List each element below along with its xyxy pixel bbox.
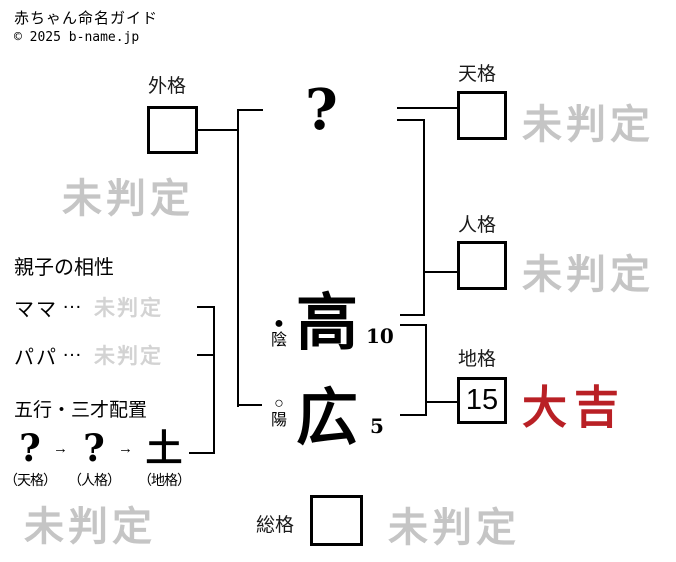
gaikaku-label: 外格 [148,76,187,97]
line-surname-to-tenkaku [397,107,457,109]
line-chikaku-bracket-vertical [425,324,427,416]
mama-dots: … [62,291,82,313]
gogyo-symbol-jinkaku: ? [83,426,105,470]
inyo-label-yin: 陰 [270,331,287,349]
line-compat-bracket-vertical [213,306,215,454]
gogyo-symbol-chikaku: 土 [145,426,183,470]
jinkaku-result-watermark: 未判定 [522,251,654,298]
inyo-symbol-yang: ○ [274,395,284,412]
chikaku-value: 15 [465,384,499,416]
jinkaku-box [457,241,507,290]
line-gogyo-stub [189,452,213,454]
gogyo-result-watermark: 未判定 [24,503,156,550]
gogyo-item-tenkaku: ? （天格） [0,430,60,490]
mama-label: ママ [14,299,58,321]
line-chikaku-bracket-top-stub [400,324,427,326]
line-chikaku-bracket-bottom-stub [400,414,427,416]
line-mama-stub [197,306,213,308]
line-jinkaku-bracket-vertical [423,119,425,316]
soukaku-box [310,495,363,546]
chikaku-label: 地格 [458,349,497,370]
tenkaku-result-watermark: 未判定 [522,101,654,148]
line-to-chikaku-box [425,401,457,403]
given-char-1-strokes: 10 [366,324,394,348]
line-jinkaku-bracket-bottom-stub [400,314,425,316]
gogyo-symbol-tenkaku: ? [19,426,41,470]
papa-dots: … [62,339,82,361]
soukaku-label: 総格 [256,515,295,536]
jinkaku-label: 人格 [458,215,497,236]
gogyo-caption-tenkaku: （天格） [4,472,57,488]
chikaku-box: 15 [457,377,507,424]
inyo-symbol-yin: ● [274,315,284,332]
compatibility-title: 親子の相性 [14,257,114,279]
inyo-mark-first: ● 陰 [268,315,290,350]
gaikaku-result-watermark: 未判定 [62,175,194,222]
line-to-jinkaku-box [423,271,457,273]
papa-result-watermark: 未判定 [94,343,163,368]
line-left-bracket-vertical [237,109,239,407]
soukaku-result-watermark: 未判定 [388,504,520,551]
mama-result-watermark: 未判定 [94,295,163,320]
chikaku-result-text: 大吉 [522,381,627,434]
tenkaku-box [457,91,507,140]
gogyo-title: 五行・三才配置 [14,400,148,421]
gogyo-arrow-1: → [53,440,68,457]
given-char-2-strokes: 5 [370,414,384,438]
line-left-bracket-top-stub [237,109,263,111]
gogyo-item-chikaku: 土 （地格） [134,430,194,490]
papa-label: パパ [14,347,58,369]
line-jinkaku-bracket-top-stub [397,119,425,121]
gogyo-caption-jinkaku: （人格） [68,472,121,488]
inyo-mark-second: ○ 陽 [268,395,290,430]
site-title: 赤ちゃん命名ガイド [14,10,159,27]
given-char-2: 広 [296,381,359,454]
line-left-bracket-bottom-stub [237,404,262,406]
surname-char: ? [305,77,338,143]
gogyo-caption-chikaku: （地格） [138,472,191,488]
gogyo-arrow-2: → [118,440,133,457]
tenkaku-label: 天格 [458,64,497,85]
line-gaikaku-to-bracket [198,129,237,131]
gogyo-item-jinkaku: ? （人格） [64,430,124,490]
inyo-label-yang: 陽 [270,411,287,429]
gaikaku-box [147,106,198,154]
copyright-text: © 2025 b-name.jp [14,30,140,45]
line-papa-stub [197,354,213,356]
given-char-1: 高 [296,286,359,359]
